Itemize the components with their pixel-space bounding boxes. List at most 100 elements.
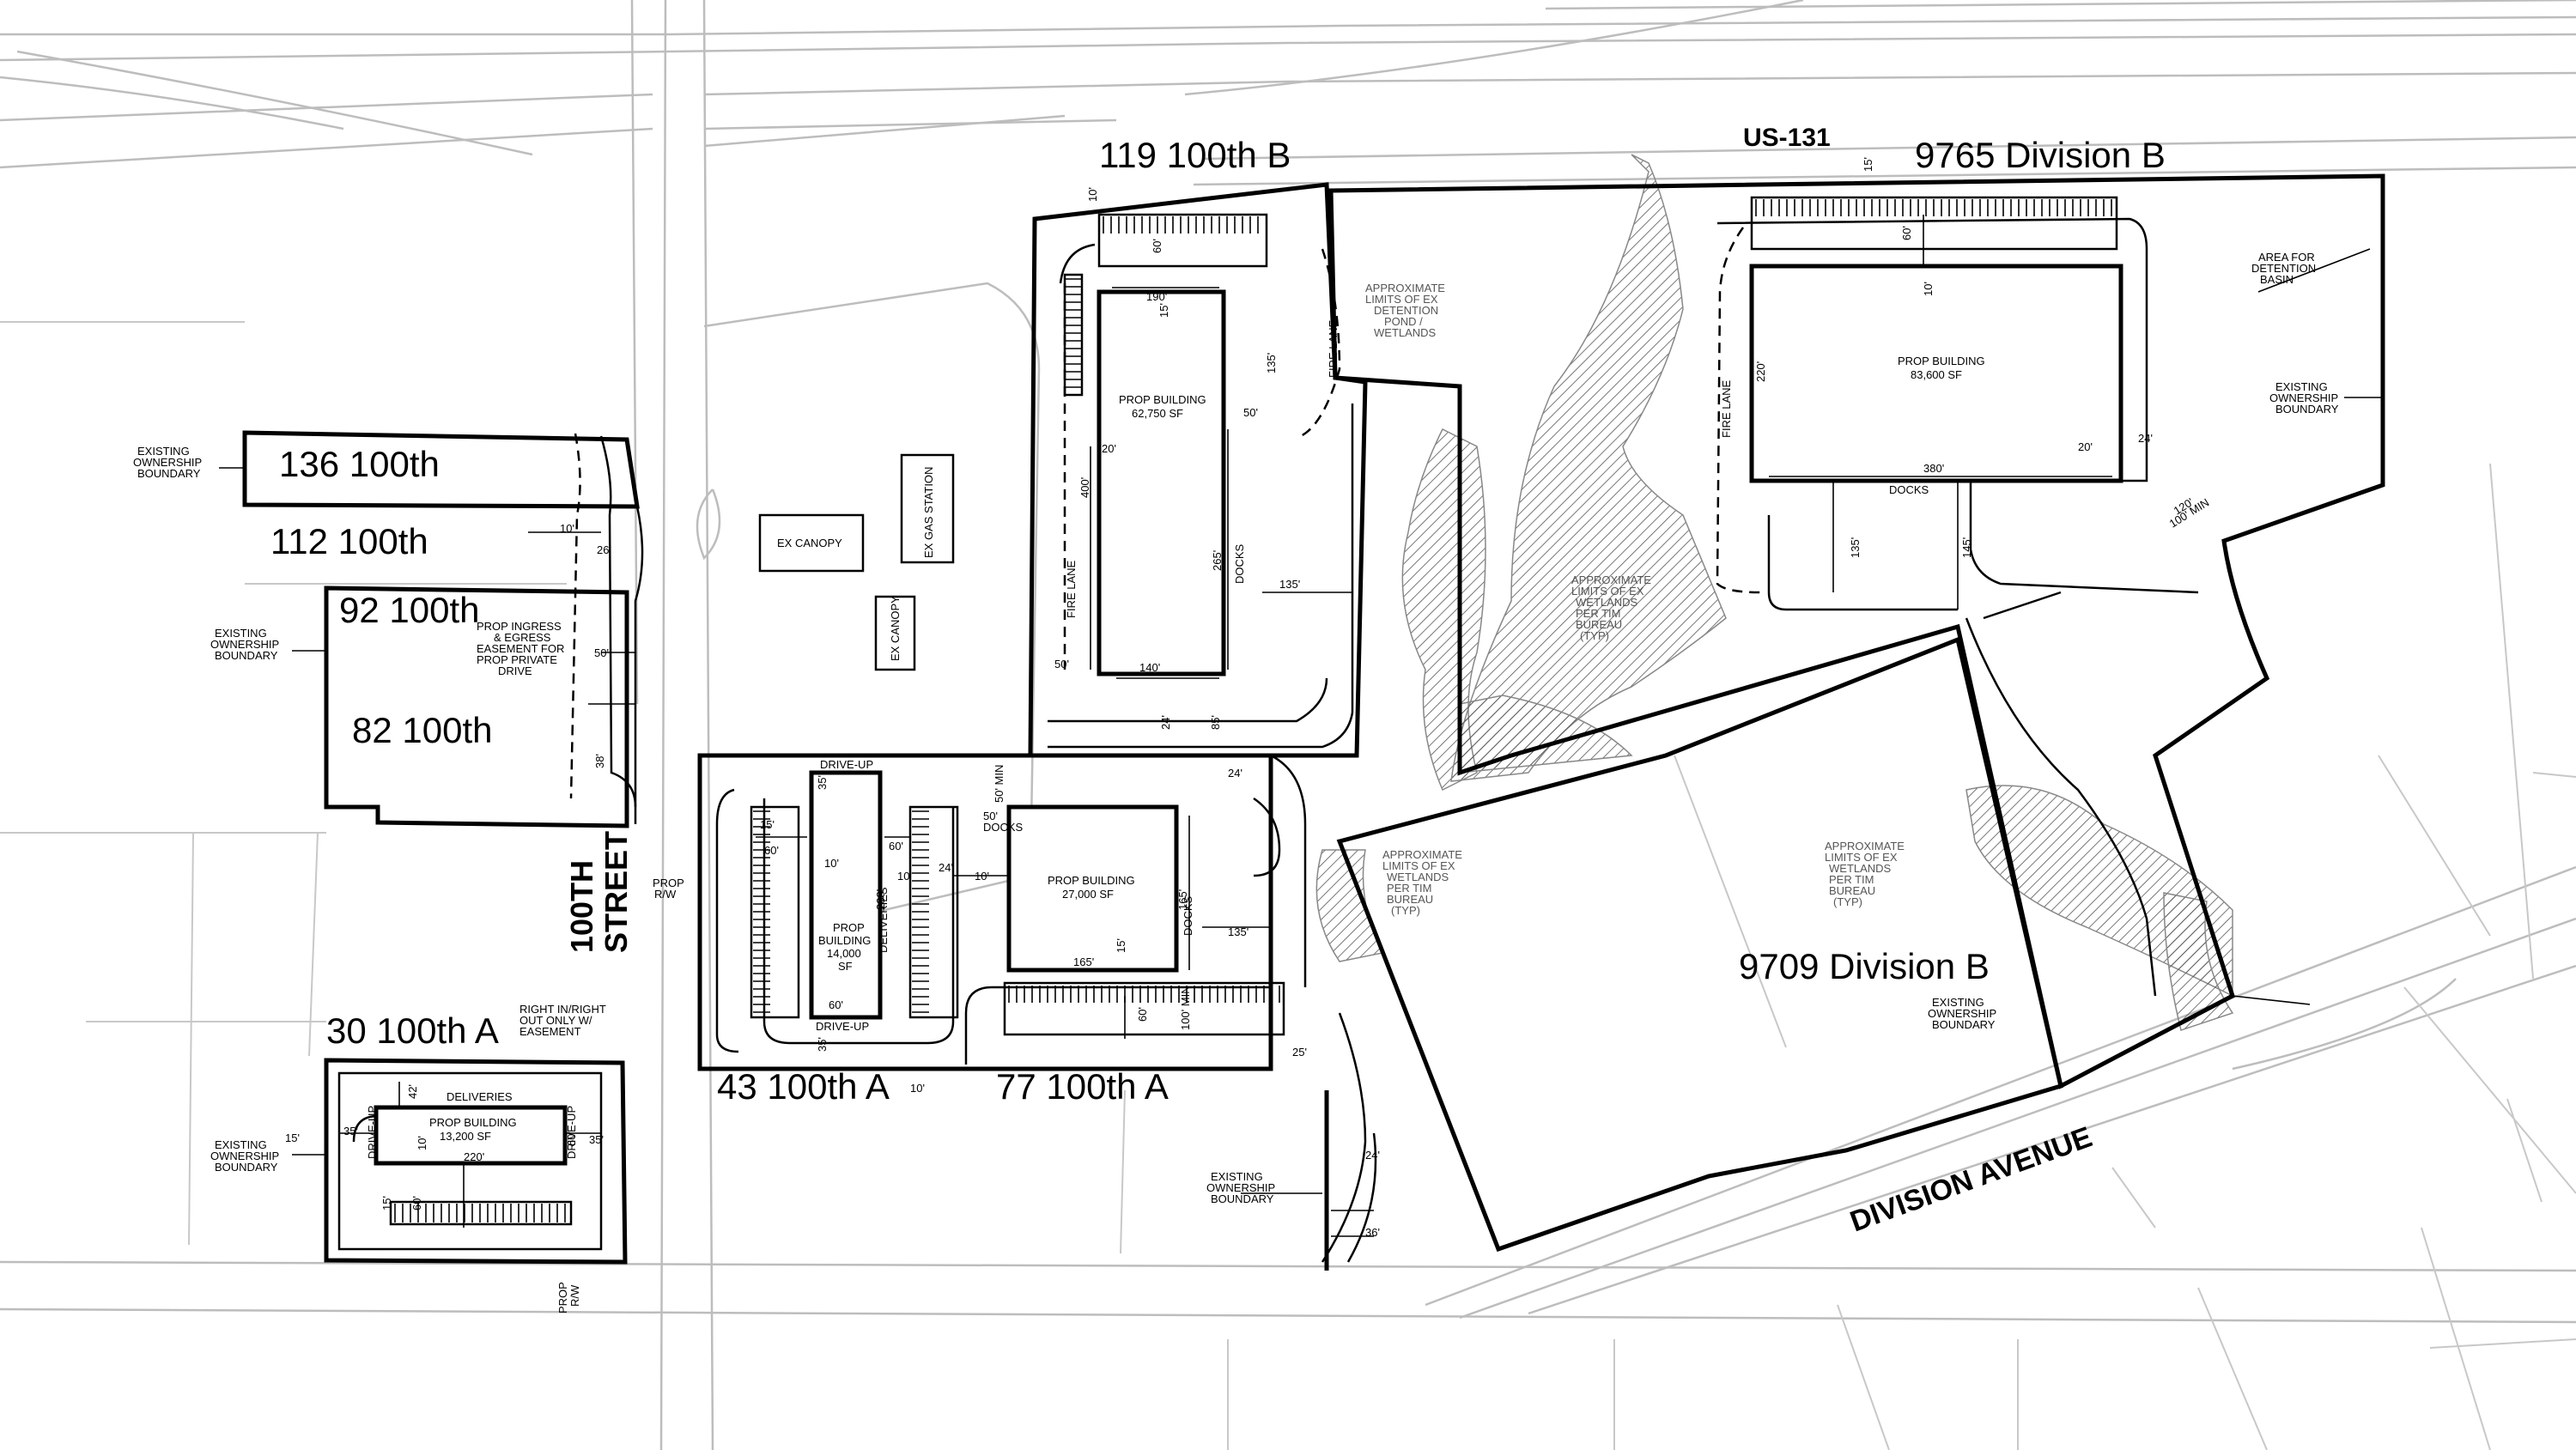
svg-text:60': 60' [1900, 226, 1913, 240]
lot-77-loop [1253, 797, 1281, 877]
svg-text:145': 145' [1960, 537, 1973, 558]
svg-text:LIMITS OF EX: LIMITS OF EX [1571, 585, 1644, 598]
svg-text:50' MIN: 50' MIN [993, 765, 1005, 803]
parcel-30-label: 30 100th A [326, 1010, 499, 1051]
svg-text:BOUNDARY: BOUNDARY [215, 649, 278, 662]
lot-43-ring [715, 788, 739, 1053]
parcel-30-drive [337, 1071, 603, 1251]
svg-text:EASEMENT FOR: EASEMENT FOR [477, 642, 564, 655]
svg-text:15': 15' [285, 1131, 300, 1144]
eob-label-9765: EXISTING OWNERSHIP BOUNDARY [2269, 380, 2339, 416]
svg-text:EXISTING: EXISTING [2275, 380, 2328, 393]
wetland-areas [1315, 154, 2234, 1031]
svg-text:220': 220' [1754, 361, 1767, 382]
svg-text:AREA FOR: AREA FOR [2258, 251, 2315, 264]
svg-text:BOUNDARY: BOUNDARY [215, 1161, 278, 1174]
svg-text:24': 24' [1159, 715, 1172, 730]
svg-text:PER TIM: PER TIM [1829, 873, 1874, 886]
svg-text:15': 15' [1115, 938, 1127, 953]
lot-119-drive [1048, 403, 1354, 749]
svg-text:OWNERSHIP: OWNERSHIP [1928, 1007, 1996, 1020]
eob-label-9709: EXISTING OWNERSHIP BOUNDARY [1928, 996, 1996, 1031]
building-83600-area: 83,600 SF [1911, 368, 1962, 381]
svg-text:OWNERSHIP: OWNERSHIP [2269, 391, 2338, 404]
svg-text:265': 265' [1211, 550, 1224, 571]
svg-text:EXISTING: EXISTING [1211, 1170, 1263, 1183]
parking-row-119-north [1097, 213, 1268, 268]
svg-text:WETLANDS: WETLANDS [1829, 862, 1892, 875]
parcel-9709-boundary [1336, 636, 2063, 1253]
parking-stall-lines [394, 199, 2112, 1222]
svg-text:60': 60' [410, 1196, 423, 1210]
svg-text:OWNERSHIP: OWNERSHIP [210, 1150, 279, 1162]
svg-text:190': 190' [1146, 290, 1167, 303]
svg-text:24': 24' [1365, 1149, 1380, 1162]
lot-77-drive [964, 986, 1271, 1065]
parcel-119-boundary [1028, 182, 1368, 758]
svg-text:BOUNDARY: BOUNDARY [1211, 1192, 1274, 1205]
svg-text:135': 135' [1228, 925, 1249, 938]
detention-basin-label: AREA FOR DETENTION BASIN [2251, 251, 2316, 286]
svg-text:BASIN: BASIN [2260, 273, 2293, 286]
svg-text:APPROXIMATE: APPROXIMATE [1382, 848, 1462, 861]
svg-text:135': 135' [1849, 537, 1862, 558]
svg-text:400': 400' [1078, 477, 1091, 498]
building-14000-l3: 14,000 [827, 947, 861, 960]
building-14000-l1: PROP [833, 921, 865, 934]
svg-text:135': 135' [1265, 353, 1278, 373]
svg-text:24': 24' [939, 861, 953, 874]
svg-text:EASEMENT: EASEMENT [519, 1025, 581, 1038]
building-13200-area: 13,200 SF [440, 1130, 491, 1143]
svg-text:OWNERSHIP: OWNERSHIP [133, 456, 202, 469]
docks-119: DOCKS [1233, 543, 1246, 584]
svg-text:15': 15' [1862, 157, 1874, 172]
street-100th-line2: STREET [598, 831, 634, 953]
parcel-9765-label: 9765 Division B [1915, 135, 2166, 175]
deliveries-30: DELIVERIES [447, 1090, 513, 1103]
svg-text:35': 35' [816, 1037, 829, 1052]
eob-label-30: EXISTING OWNERSHIP BOUNDARY [210, 1138, 279, 1174]
svg-text:DETENTION: DETENTION [1374, 304, 1438, 317]
drive-up-43-top: DRIVE-UP [820, 758, 873, 771]
svg-text:24': 24' [2138, 432, 2153, 445]
svg-text:WETLANDS: WETLANDS [1374, 326, 1437, 339]
docks-27000: DOCKS [1182, 895, 1194, 936]
parcel-9709-drive-2 [1346, 1132, 1377, 1263]
svg-text:PROP INGRESS: PROP INGRESS [477, 620, 562, 633]
svg-text:60': 60' [1151, 239, 1163, 253]
svg-text:60': 60' [1136, 1007, 1149, 1022]
street-100th-line1: 100TH [564, 860, 599, 953]
parcel-92-82-boundary [324, 585, 629, 828]
svg-text:15': 15' [760, 818, 775, 831]
building-27000-area: 27,000 SF [1062, 888, 1114, 901]
svg-text:10': 10' [1086, 187, 1099, 202]
parking-row-43-west [750, 805, 800, 1019]
svg-text:100' MIN: 100' MIN [1179, 986, 1192, 1030]
svg-text:60': 60' [889, 840, 903, 852]
svg-text:R/W: R/W [654, 888, 677, 901]
detention-pond-label: APPROXIMATE LIMITS OF EX DETENTION POND … [1365, 282, 1445, 339]
wetlands-label-3: APPROXIMATE LIMITS OF EX WETLANDS PER TI… [1825, 840, 1905, 908]
svg-text:10': 10' [560, 522, 574, 535]
svg-text:10': 10' [897, 870, 912, 883]
svg-text:EXISTING: EXISTING [1932, 996, 1984, 1009]
ex-canopy-1-label: EX CANOPY [777, 537, 842, 549]
svg-text:BOUNDARY: BOUNDARY [137, 467, 201, 480]
lot-9765-fire-lane [1716, 227, 1761, 594]
drive-up-30-west: DRIVE-UP [366, 1106, 379, 1159]
svg-text:25': 25' [1292, 1046, 1307, 1059]
ex-canopy-1 [758, 513, 865, 573]
prop-rw-label-1: PROP R/W [653, 877, 684, 901]
wetlands-label-2: APPROXIMATE LIMITS OF EX WETLANDS PER TI… [1382, 848, 1462, 917]
svg-text:OWNERSHIP: OWNERSHIP [210, 638, 279, 651]
svg-text:50': 50' [594, 646, 609, 659]
svg-text:50': 50' [983, 810, 998, 822]
building-14000 [809, 770, 883, 1020]
svg-text:135': 135' [1279, 578, 1300, 591]
wetlands-label-1: APPROXIMATE LIMITS OF EX WETLANDS PER TI… [1571, 573, 1651, 642]
parking-row-77-south [1003, 981, 1285, 1036]
min-label: DOCKS [983, 821, 1024, 834]
svg-text:165': 165' [1176, 889, 1189, 910]
svg-text:EXISTING: EXISTING [137, 445, 190, 458]
svg-text:50': 50' [1243, 406, 1258, 419]
